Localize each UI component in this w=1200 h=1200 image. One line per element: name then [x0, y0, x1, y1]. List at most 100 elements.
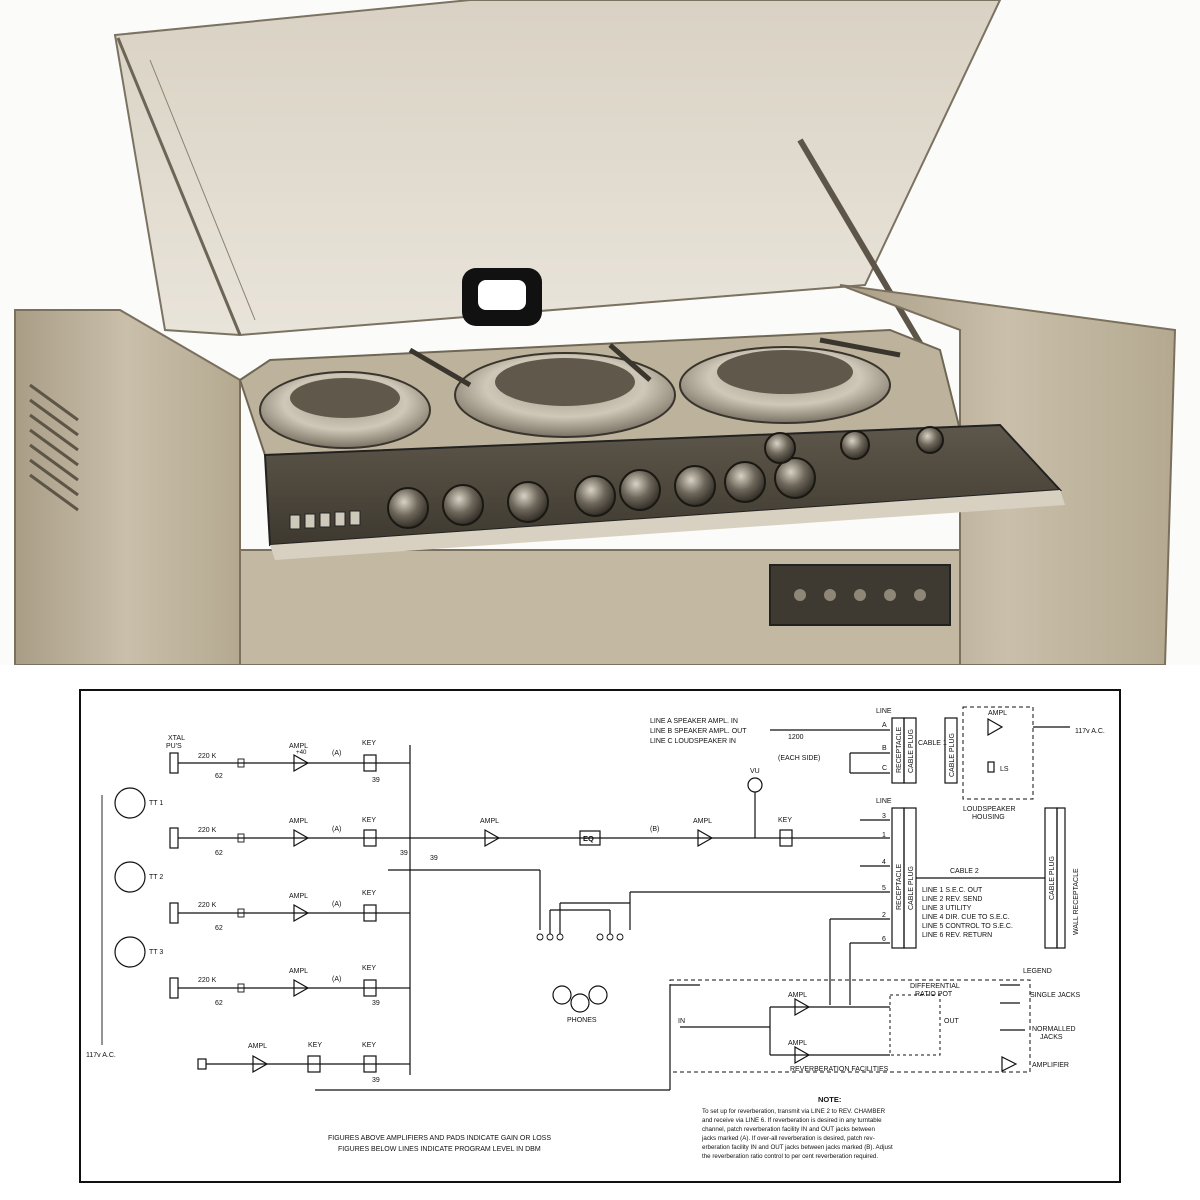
svg-text:39: 39: [400, 850, 408, 857]
svg-text:KEY: KEY: [362, 965, 376, 972]
svg-text:RECEPTACLE: RECEPTACLE: [896, 727, 903, 773]
svg-text:1: 1: [882, 832, 886, 839]
svg-text:CABLE PLUG: CABLE PLUG: [949, 733, 956, 777]
svg-text:HOUSING: HOUSING: [972, 814, 1005, 821]
svg-text:OUT: OUT: [944, 1018, 960, 1025]
svg-text:LINE C LOUDSPEAKER IN: LINE C LOUDSPEAKER IN: [650, 738, 736, 745]
svg-text:62: 62: [215, 850, 223, 857]
svg-text:AMPL: AMPL: [289, 743, 308, 750]
svg-text:62: 62: [215, 925, 223, 932]
speaker-lines: LINE A SPEAKER AMPL. IN LINE B SPEAKER A…: [650, 706, 1105, 821]
svg-text:EQ: EQ: [583, 834, 594, 843]
svg-text:62: 62: [215, 1000, 223, 1007]
svg-text:To set up for reverberation, t: To set up for reverberation, transmit vi…: [702, 1108, 886, 1115]
svg-text:JACKS: JACKS: [1040, 1034, 1063, 1041]
svg-text:AMPL: AMPL: [788, 1040, 807, 1047]
console-photo: [14, 0, 1177, 665]
svg-text:A: A: [882, 722, 887, 729]
svg-text:RECEPTACLE: RECEPTACLE: [896, 864, 903, 910]
svg-text:AMPL: AMPL: [480, 818, 499, 825]
svg-text:TT 2: TT 2: [149, 874, 163, 881]
svg-text:KEY: KEY: [308, 1042, 322, 1049]
svg-text:CABLE PLUG: CABLE PLUG: [908, 866, 915, 910]
channel-2: 220 K 62 AMPL (A) KEY 39 39 AMPL EQ (B) …: [169, 817, 860, 862]
svg-text:FIGURES BELOW LINES INDICATE P: FIGURES BELOW LINES INDICATE PROGRAM LEV…: [338, 1146, 541, 1153]
svg-text:AMPL: AMPL: [693, 818, 712, 825]
svg-text:39: 39: [372, 777, 380, 784]
figures-caption: FIGURES ABOVE AMPLIFIERS AND PADS INDICA…: [328, 1135, 551, 1153]
svg-text:LOUDSPEAKER: LOUDSPEAKER: [963, 806, 1016, 813]
eq-box: [579, 830, 601, 846]
svg-text:LINE: LINE: [876, 798, 892, 805]
svg-text:LINE 4 DIR. CUE TO S.E.C.: LINE 4 DIR. CUE TO S.E.C.: [922, 914, 1010, 921]
svg-text:CABLE PLUG: CABLE PLUG: [1049, 856, 1056, 900]
svg-text:117v A.C.: 117v A.C.: [86, 1052, 116, 1059]
svg-text:KEY: KEY: [362, 1042, 376, 1049]
svg-text:AMPL: AMPL: [788, 992, 807, 999]
svg-text:3: 3: [882, 813, 886, 820]
svg-text:KEY: KEY: [362, 817, 376, 824]
channel-1: XTAL PU'S 220 K 62 AMPL +40 (A) KEY 39: [166, 735, 400, 784]
svg-text:AMPL: AMPL: [248, 1043, 267, 1050]
vu-meter-symbol: VU: [747, 768, 763, 838]
svg-text:and receive via LINE 6. If rev: and receive via LINE 6. If reverberation…: [702, 1117, 882, 1124]
svg-text:(A): (A): [332, 750, 341, 757]
svg-text:220 K: 220 K: [198, 902, 217, 909]
svg-text:AMPL: AMPL: [289, 818, 308, 825]
svg-text:LINE 6 REV. RETURN: LINE 6 REV. RETURN: [922, 932, 992, 939]
output-lines: LINE RECEPTACLE CABLE PLUG 3 1 4 5 2 6 C…: [629, 798, 1080, 1005]
svg-text:FIGURES ABOVE AMPLIFIERS AND P: FIGURES ABOVE AMPLIFIERS AND PADS INDICA…: [328, 1135, 551, 1142]
svg-text:B: B: [882, 745, 887, 752]
svg-text:C: C: [882, 765, 887, 772]
bus-wiring: [315, 745, 700, 1091]
turntable-motors: TT 1 TT 2 TT 3 117v A.C.: [86, 787, 163, 1059]
loudspeaker-housing: [962, 706, 1034, 800]
svg-text:CABLE PLUG: CABLE PLUG: [908, 729, 915, 773]
svg-text:VU: VU: [750, 768, 760, 775]
svg-text:XTAL: XTAL: [168, 735, 185, 742]
svg-text:CABLE 1: CABLE 1: [918, 740, 947, 747]
svg-text:4: 4: [882, 859, 886, 866]
svg-text:(A): (A): [332, 976, 341, 983]
svg-text:NORMALLED: NORMALLED: [1032, 1026, 1076, 1033]
svg-text:LEGEND: LEGEND: [1023, 968, 1052, 975]
svg-text:5: 5: [882, 885, 886, 892]
svg-text:(A): (A): [332, 826, 341, 833]
channel-4: 220 K 62 AMPL (A) KEY 39: [169, 965, 400, 1007]
svg-text:erberation facility IN and OUT: erberation facility IN and OUT jacks bet…: [702, 1144, 893, 1151]
svg-text:channel, patch reverberation f: channel, patch reverberation facility IN…: [702, 1126, 875, 1133]
svg-text:REVERBERATION FACILITIES: REVERBERATION FACILITIES: [790, 1066, 889, 1073]
svg-text:DIFFERENTIAL: DIFFERENTIAL: [910, 983, 960, 990]
legend: LEGEND SINGLE JACKS NORMALLED JACKS AMPL…: [1000, 968, 1081, 1072]
svg-text:39: 39: [372, 1000, 380, 1007]
svg-text:220 K: 220 K: [198, 753, 217, 760]
svg-text:(B): (B): [650, 826, 659, 833]
svg-text:1200: 1200: [788, 734, 804, 741]
svg-text:NOTE:: NOTE:: [818, 1095, 841, 1104]
svg-text:TT 1: TT 1: [149, 800, 163, 807]
svg-text:KEY: KEY: [778, 817, 792, 824]
svg-text:LINE 2 REV. SEND: LINE 2 REV. SEND: [922, 896, 982, 903]
svg-text:PU'S: PU'S: [166, 743, 182, 750]
svg-text:AMPL: AMPL: [289, 893, 308, 900]
svg-text:LINE 5 CONTROL TO S.E.C.: LINE 5 CONTROL TO S.E.C.: [922, 923, 1013, 930]
note-block: NOTE: To set up for reverberation, trans…: [701, 1095, 893, 1160]
svg-text:AMPLIFIER: AMPLIFIER: [1032, 1062, 1069, 1069]
phones-circuit: PHONES: [536, 902, 630, 1024]
svg-text:PHONES: PHONES: [567, 1017, 597, 1024]
reverberation-facilities: IN AMPL AMPL DIFFERENTIAL RATIO POT OUT …: [669, 979, 1031, 1073]
circuit-diagram: XTAL PU'S 220 K 62 AMPL +40 (A) KEY 39 2…: [70, 685, 1128, 1190]
svg-text:SINGLE JACKS: SINGLE JACKS: [1030, 992, 1081, 999]
console-lid: [113, 0, 1002, 337]
svg-text:KEY: KEY: [362, 740, 376, 747]
svg-text:6: 6: [882, 936, 886, 943]
svg-text:39: 39: [430, 855, 438, 862]
svg-text:RATIO POT: RATIO POT: [915, 991, 953, 998]
svg-text:220 K: 220 K: [198, 977, 217, 984]
svg-text:LINE: LINE: [876, 708, 892, 715]
svg-text:jacks marked (A). If over-all: jacks marked (A). If over-all reverberat…: [701, 1135, 875, 1142]
svg-text:LINE B SPEAKER AMPL. OUT: LINE B SPEAKER AMPL. OUT: [650, 728, 747, 735]
channel-3: 220 K 62 AMPL (A) KEY: [169, 890, 400, 932]
svg-text:(EACH SIDE): (EACH SIDE): [778, 755, 820, 762]
diagram-border: [79, 689, 1121, 1183]
